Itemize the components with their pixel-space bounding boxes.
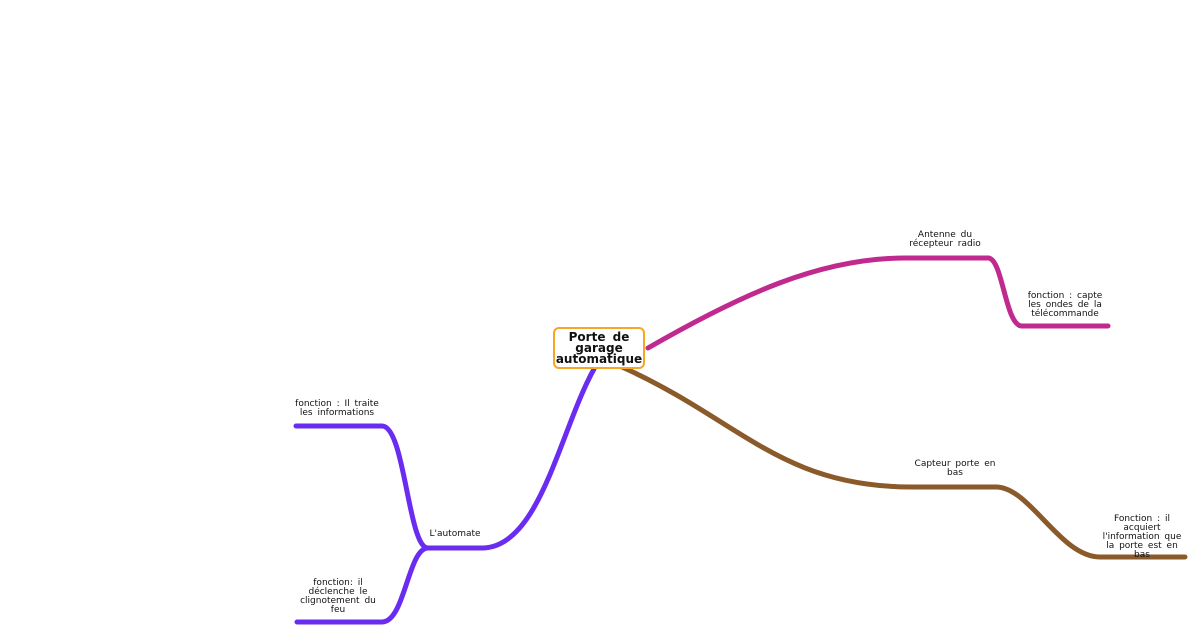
topic-capteur[interactable]: Capteur porte en bas: [914, 459, 996, 478]
subtopic-antenne-fonction[interactable]: fonction : capte les ondes de la télécom…: [1027, 291, 1103, 319]
subtopic-automate-traite[interactable]: fonction : Il traite les informations: [295, 399, 379, 418]
subtopic-automate-clignotement[interactable]: fonction: il déclenche le clignotement d…: [300, 578, 376, 615]
branch-link-automate: [425, 366, 597, 551]
central-topic-label: Porte de garage automatique: [555, 329, 643, 366]
branch-link-automate-clignotement: [294, 545, 431, 625]
central-topic[interactable]: Porte de garage automatique: [553, 327, 645, 369]
branch-link-antenne-fonction: [985, 255, 1111, 329]
topic-automate[interactable]: L'automate: [429, 529, 481, 539]
branch-link-capteur: [619, 364, 999, 490]
subtopic-capteur-fonction[interactable]: Fonction : il acquiert l'information que…: [1102, 514, 1182, 560]
branch-link-capteur-fonction: [993, 484, 1188, 560]
branch-link-antenne: [645, 255, 991, 351]
topic-antenne[interactable]: Antenne du récepteur radio: [909, 230, 981, 249]
branch-link-automate-traite: [293, 423, 431, 551]
